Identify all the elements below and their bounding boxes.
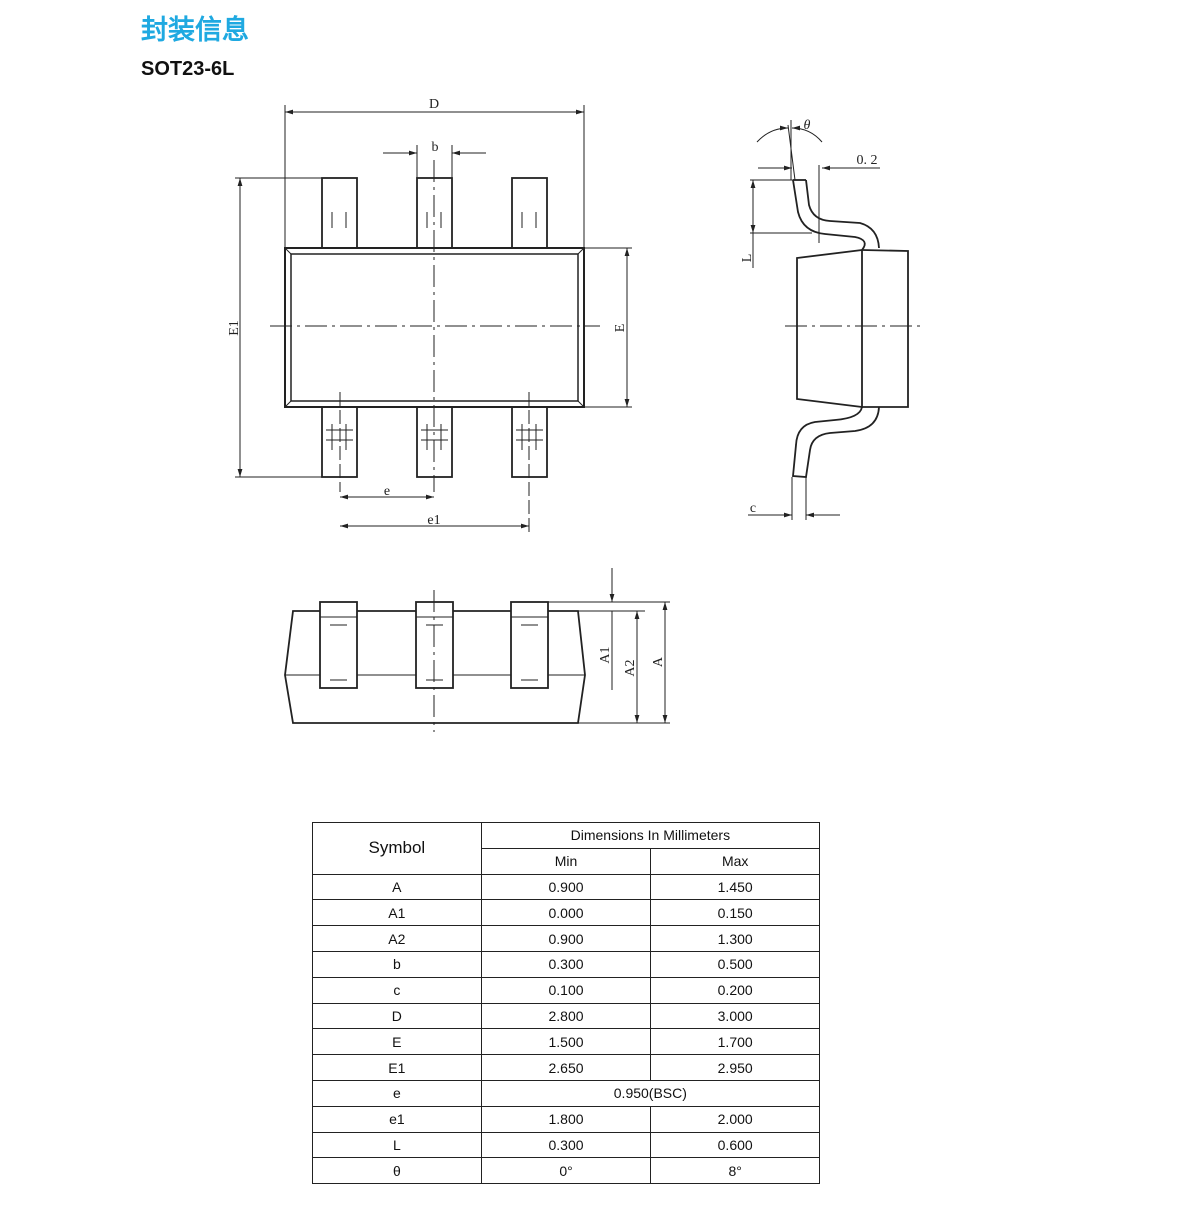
cell-merged: 0.950(BSC) bbox=[480, 1079, 821, 1107]
cell-max: 0.500 bbox=[650, 950, 820, 978]
front-view: A1 A2 A bbox=[284, 568, 670, 732]
cell-symbol: θ bbox=[312, 1157, 482, 1185]
cell-min: 0.300 bbox=[480, 1131, 652, 1159]
cell-min: 0.900 bbox=[480, 925, 652, 952]
dim-label-A: A bbox=[651, 656, 666, 667]
cell-max: 2.950 bbox=[650, 1054, 820, 1081]
dim-label-A1: A1 bbox=[598, 646, 613, 663]
cell-min: 2.800 bbox=[480, 1002, 652, 1030]
cell-symbol: E1 bbox=[312, 1054, 482, 1081]
cell-max: 1.450 bbox=[650, 873, 820, 901]
dimensions-header: Dimensions In Millimeters bbox=[480, 822, 821, 849]
cell-min: 0.100 bbox=[480, 976, 652, 1004]
cell-symbol: D bbox=[312, 1002, 482, 1030]
cell-max: 0.600 bbox=[650, 1131, 820, 1159]
cell-max: 0.200 bbox=[650, 976, 820, 1004]
cell-max: 3.000 bbox=[650, 1002, 820, 1030]
cell-symbol: e1 bbox=[312, 1105, 482, 1133]
cell-min: 0° bbox=[480, 1157, 652, 1185]
cell-max: 2.000 bbox=[650, 1105, 820, 1133]
cell-min: 0.900 bbox=[480, 873, 652, 901]
cell-max: 1.700 bbox=[650, 1028, 820, 1056]
dim-label-L: L bbox=[740, 254, 755, 263]
cell-min: 1.800 bbox=[480, 1105, 652, 1133]
cell-symbol: c bbox=[312, 976, 482, 1004]
cell-min: 1.500 bbox=[480, 1028, 652, 1056]
dim-label-theta: θ bbox=[804, 118, 811, 133]
cell-min: 0.000 bbox=[480, 899, 652, 927]
cell-symbol: A bbox=[312, 873, 482, 901]
dim-label-E: E bbox=[613, 324, 628, 333]
cell-symbol: e bbox=[312, 1079, 482, 1107]
package-drawing: D b E1 E e e1 θ 0. 2 L c bbox=[227, 97, 922, 732]
cell-symbol: A2 bbox=[312, 925, 482, 952]
max-header: Max bbox=[650, 847, 820, 875]
side-view: θ 0. 2 L c bbox=[740, 118, 922, 520]
dim-label-E1: E1 bbox=[227, 320, 242, 336]
cell-max: 1.300 bbox=[650, 925, 820, 952]
dim-label-lead-ref: 0. 2 bbox=[857, 153, 878, 168]
package-name: SOT23-6L bbox=[141, 58, 235, 80]
cell-symbol: L bbox=[312, 1131, 482, 1159]
section-heading: 封装信息 bbox=[141, 15, 249, 46]
cell-min: 2.650 bbox=[480, 1054, 652, 1081]
dim-label-b: b bbox=[432, 140, 439, 155]
dim-label-c: c bbox=[750, 501, 756, 516]
dim-label-A2: A2 bbox=[623, 659, 638, 676]
cell-symbol: A1 bbox=[312, 899, 482, 927]
top-view: D b E1 E e e1 bbox=[227, 97, 632, 532]
dim-label-e1: e1 bbox=[427, 513, 440, 528]
cell-min: 0.300 bbox=[480, 950, 652, 978]
min-header: Min bbox=[480, 847, 652, 875]
cell-max: 0.150 bbox=[650, 899, 820, 927]
symbol-header: Symbol bbox=[312, 822, 482, 875]
cell-symbol: E bbox=[312, 1028, 482, 1056]
dim-label-e: e bbox=[384, 484, 390, 499]
cell-max: 8° bbox=[650, 1157, 820, 1185]
dimensions-table: Symbol Dimensions In Millimeters Min Max… bbox=[312, 822, 821, 1185]
dim-label-D: D bbox=[429, 97, 439, 112]
cell-symbol: b bbox=[312, 950, 482, 978]
